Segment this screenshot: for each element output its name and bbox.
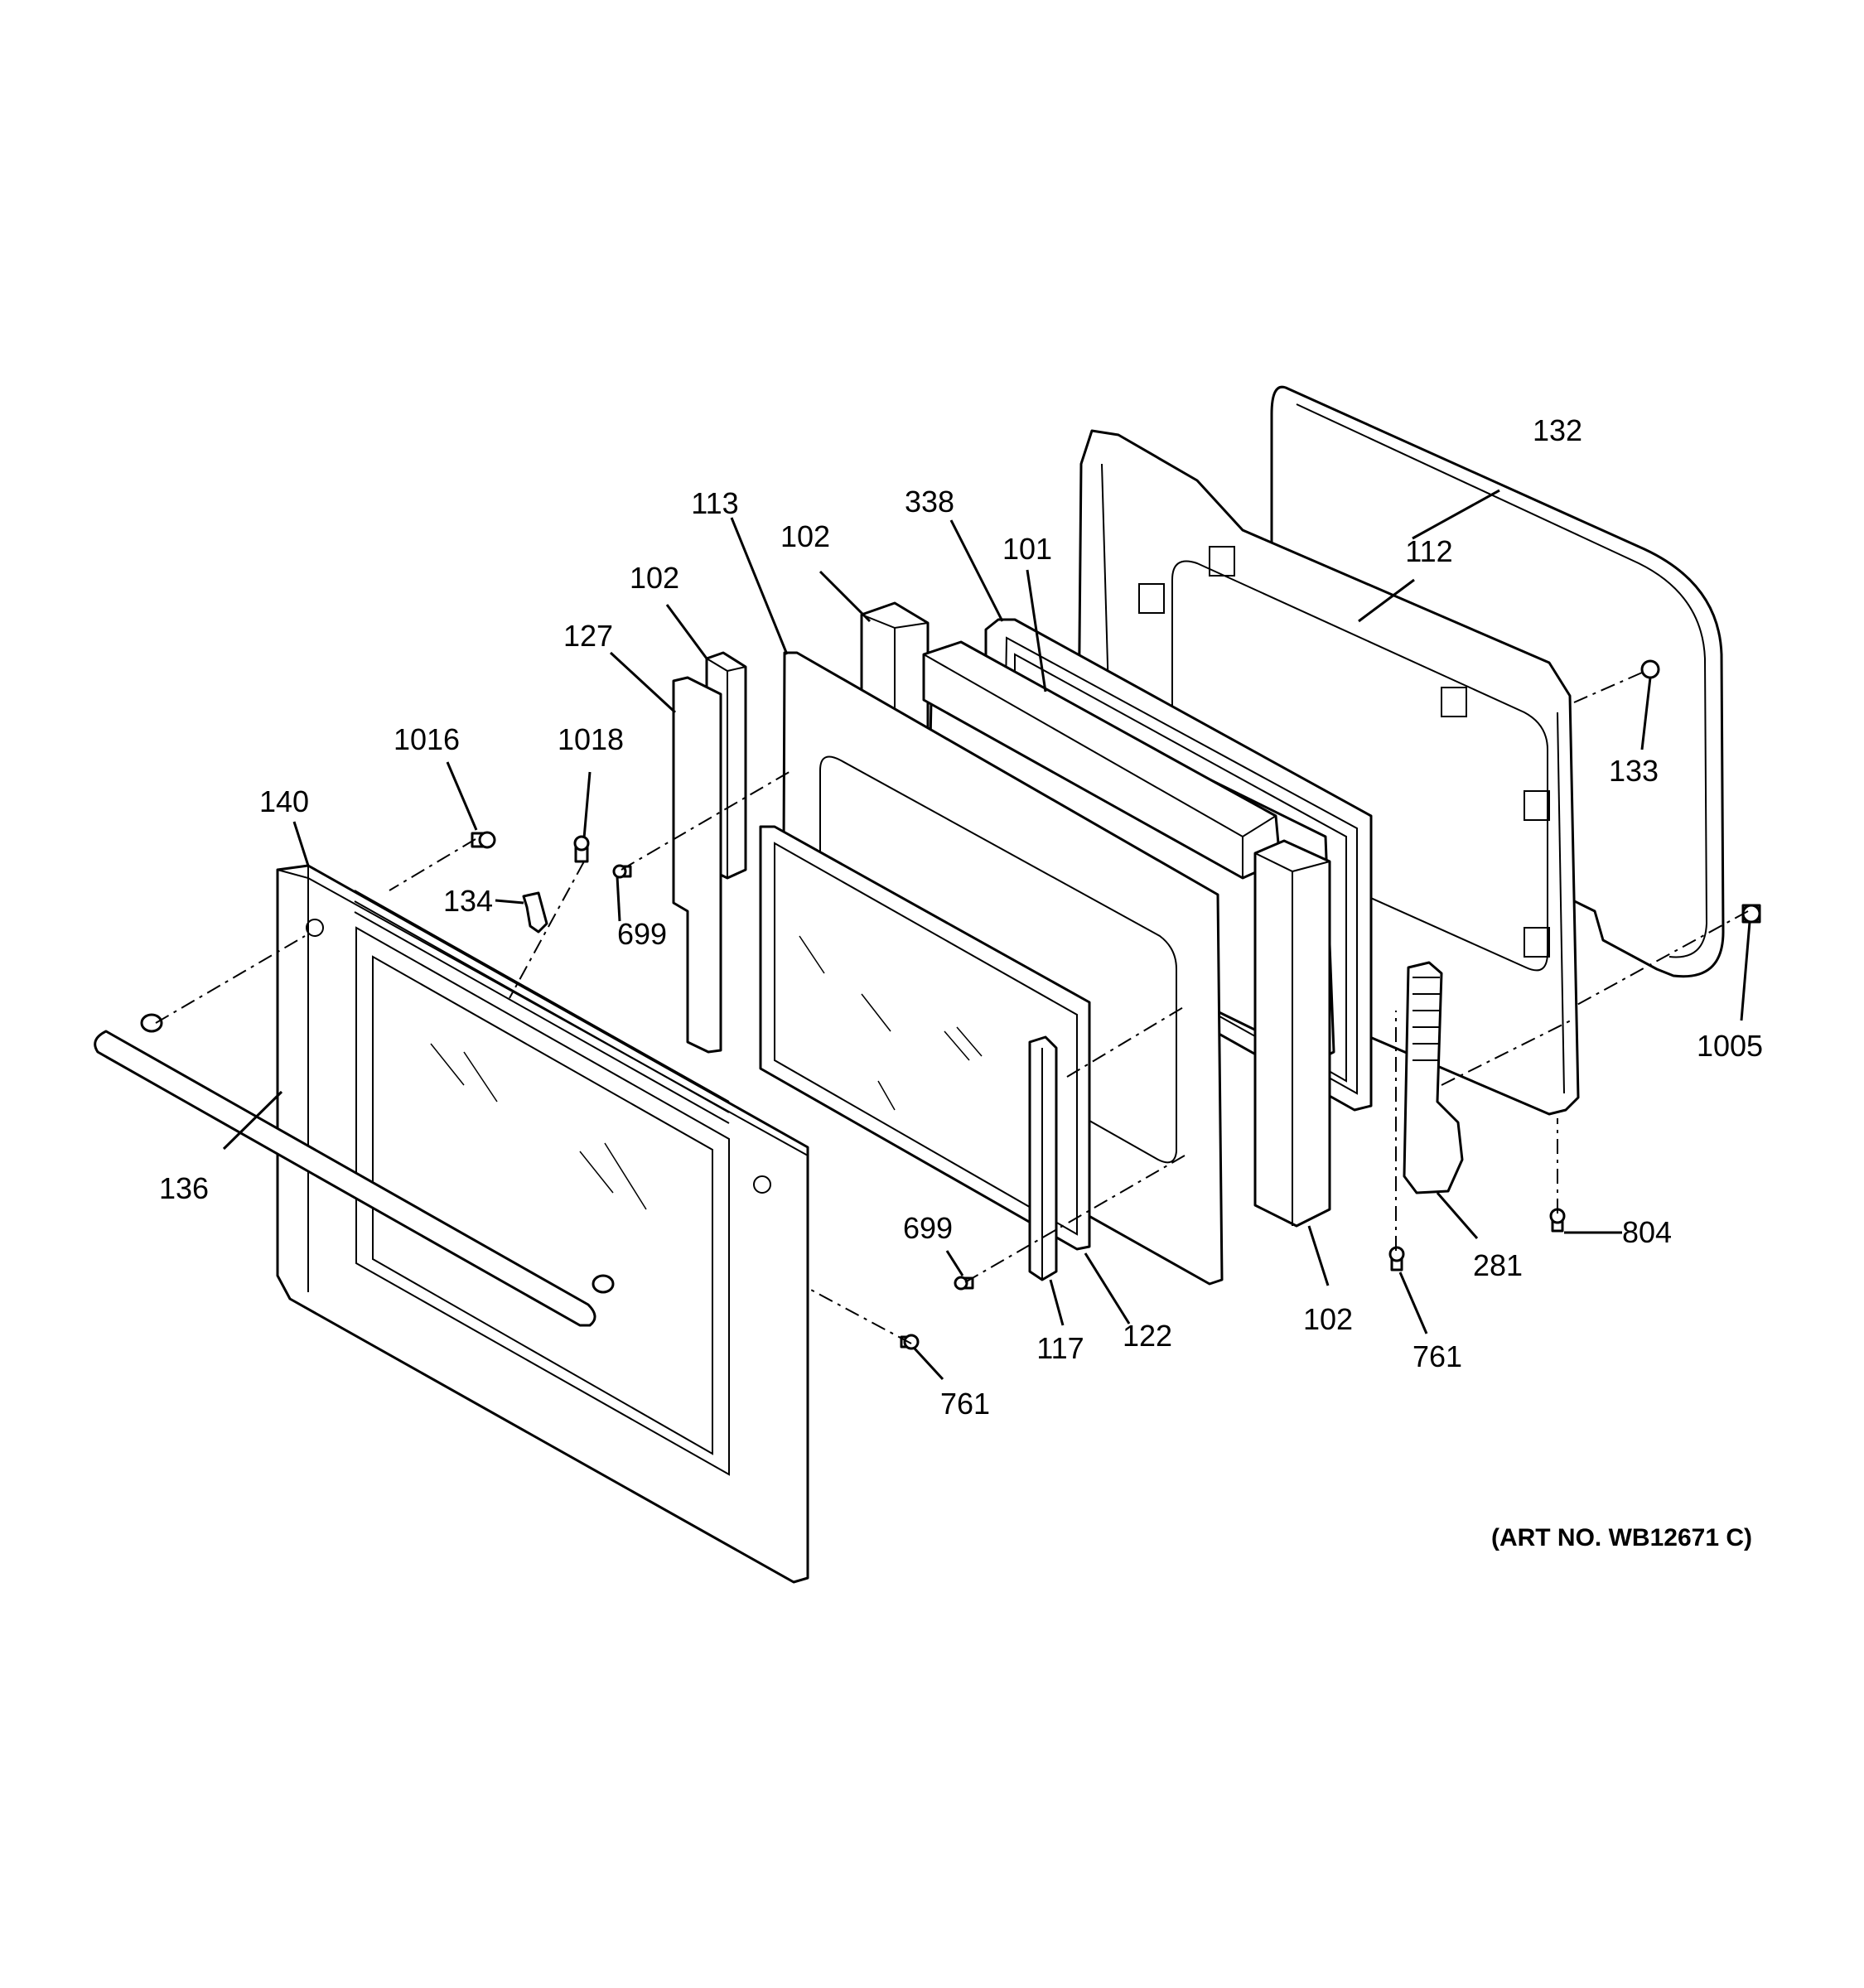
callout-134: 134 [443,884,493,918]
side-channel-127 [672,676,722,1054]
callout-1018: 1018 [558,722,624,756]
callout-112: 112 [1405,534,1452,568]
clip-134 [522,891,548,934]
callout-101: 101 [1002,532,1052,566]
callout-699-lower: 699 [903,1211,953,1245]
door-handle-136 [94,1013,615,1327]
callout-133: 133 [1609,754,1659,788]
callout-761-right: 761 [1412,1339,1462,1373]
hinge-support-117 [1028,1035,1058,1281]
screw-699-upper-icon [612,864,632,879]
callout-1005: 1005 [1697,1029,1763,1063]
callout-132: 132 [1533,413,1582,447]
callout-117: 117 [1036,1331,1084,1365]
bumper-133-icon [1640,659,1660,679]
screw-804-icon [1549,1208,1566,1233]
outer-door-140 [276,864,809,1584]
callout-122: 122 [1123,1319,1172,1353]
screw-1005-icon [1741,904,1761,924]
callout-102-left: 102 [630,561,679,595]
callout-281: 281 [1473,1248,1523,1282]
assembly-lines [155,672,1749,1344]
insulation-block-102-right [1253,839,1331,1228]
callout-113: 113 [691,486,738,520]
screw-1018-icon [573,835,590,863]
callout-761-left: 761 [940,1387,990,1421]
hinge-281 [1403,961,1464,1194]
callout-140: 140 [259,784,309,818]
art-number: (ART NO. WB12671 C) [1491,1524,1752,1551]
screw-761-right-icon [1388,1246,1405,1271]
callout-1016: 1016 [394,722,460,756]
callout-labels: 132 112 338 101 113 102 102 102 127 1016… [159,413,1763,1421]
callout-102-right: 102 [1303,1302,1353,1336]
callout-127: 127 [563,619,613,653]
screw-761-left-icon [900,1334,920,1350]
door-glass-122 [759,825,1091,1251]
callout-136: 136 [159,1171,209,1205]
screw-1016-icon [471,831,496,849]
leader-lines [222,489,1751,1381]
callout-804: 804 [1622,1215,1672,1249]
callout-338: 338 [905,485,954,519]
callout-699-upper: 699 [617,917,667,951]
callout-102-rear: 102 [780,519,830,553]
